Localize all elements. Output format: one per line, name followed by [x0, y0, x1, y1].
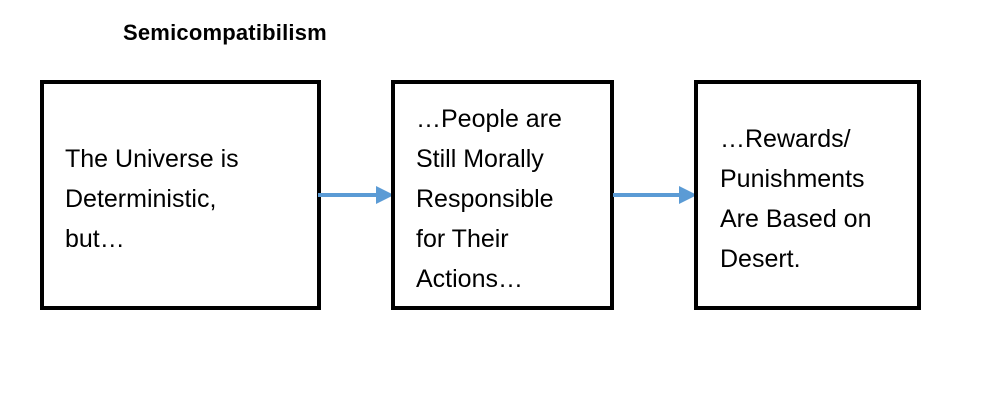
arrow-box2-to-box3	[613, 186, 697, 204]
box-text: …Rewards/ Punishments Are Based on Deser…	[720, 119, 872, 279]
box-text: …People are Still Morally Responsible fo…	[416, 99, 562, 299]
box-text-line: Punishments	[720, 165, 865, 193]
box-text-line: Desert.	[720, 245, 801, 273]
box-text-line: Actions…	[416, 265, 523, 293]
arrow-box1-to-box2	[318, 186, 394, 204]
box-text: The Universe is Deterministic, but…	[65, 139, 239, 259]
box-deterministic-universe: The Universe is Deterministic, but…	[40, 80, 321, 310]
box-text-line: Are Based on	[720, 205, 872, 233]
box-moral-responsibility: …People are Still Morally Responsible fo…	[391, 80, 614, 310]
box-text-line: The Universe is	[65, 145, 239, 173]
box-text-line: for Their	[416, 225, 509, 253]
box-text-line: Still Morally	[416, 145, 544, 173]
box-text-line: Responsible	[416, 185, 554, 213]
box-rewards-punishments: …Rewards/ Punishments Are Based on Deser…	[694, 80, 921, 310]
box-text-line: but…	[65, 225, 125, 253]
arrow-head	[376, 186, 394, 204]
arrow-head	[679, 186, 697, 204]
box-text-line: …People are	[416, 105, 562, 133]
diagram-title: Semicompatibilism	[123, 20, 327, 45]
box-text-line: Deterministic,	[65, 185, 217, 213]
box-text-line: …Rewards/	[720, 125, 851, 153]
